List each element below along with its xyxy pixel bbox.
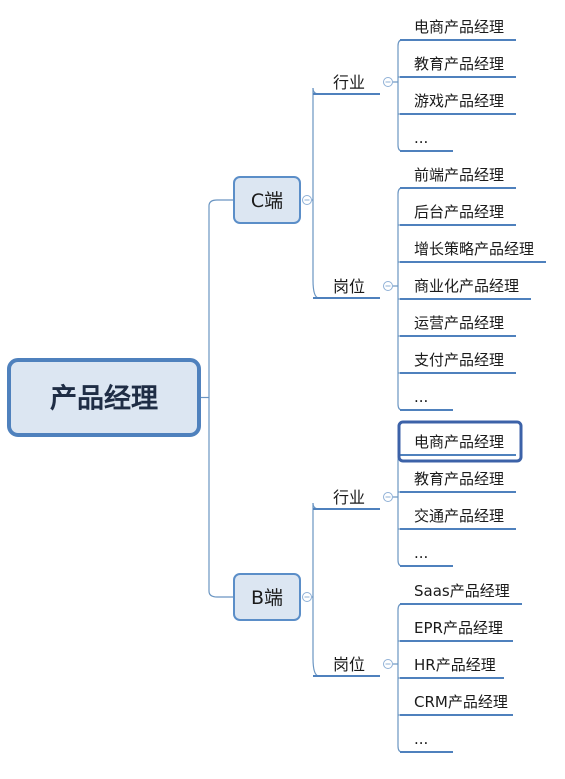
nodes: 产品经理C端行业电商产品经理教育产品经理游戏产品经理...岗位前端产品经理后台产…: [7, 18, 534, 748]
leaf-node-label[interactable]: 游戏产品经理: [414, 92, 504, 110]
root-node-label: 产品经理: [50, 383, 158, 415]
collapse-toggle-icon[interactable]: [302, 195, 312, 205]
leaf-node-label[interactable]: ...: [414, 388, 428, 406]
leaf-node-label[interactable]: 增长策略产品经理: [414, 240, 534, 258]
branch-node-box: [233, 573, 301, 621]
branch-node-label: C端: [251, 190, 283, 212]
leaf-node-label[interactable]: CRM产品经理: [414, 693, 508, 711]
root-node[interactable]: 产品经理: [7, 358, 201, 437]
leaf-node-label[interactable]: 前端产品经理: [414, 166, 504, 184]
leaf-node-label[interactable]: Saas产品经理: [414, 582, 510, 600]
leaf-node-label[interactable]: ...: [414, 544, 428, 562]
collapse-toggle-icon[interactable]: [383, 77, 393, 87]
leaf-node-label[interactable]: 电商产品经理: [414, 18, 504, 36]
leaf-node-label[interactable]: 商业化产品经理: [414, 277, 519, 295]
selected-node-highlight: [397, 420, 523, 463]
collapse-buttons: [302, 77, 393, 669]
branch-connector: [208, 590, 234, 598]
group-connector: [312, 657, 320, 677]
leaf-node-label[interactable]: 后台产品经理: [414, 203, 504, 221]
collapse-toggle-icon[interactable]: [383, 281, 393, 291]
branch-node-b[interactable]: B端: [233, 573, 301, 621]
branch-node-box: [233, 176, 301, 224]
connector-lines: [199, 39, 403, 753]
leaf-node-label[interactable]: 教育产品经理: [414, 55, 504, 73]
leaf-node-label[interactable]: 教育产品经理: [414, 470, 504, 488]
leaf-node-label[interactable]: ...: [414, 730, 428, 748]
leaf-node-label[interactable]: 交通产品经理: [414, 507, 504, 525]
branch-node-c[interactable]: C端: [233, 176, 301, 224]
root-node-box: [7, 358, 201, 437]
leaf-underlines: [313, 39, 546, 753]
group-label[interactable]: 行业: [333, 488, 365, 507]
group-connector: [312, 279, 320, 299]
leaf-node-label[interactable]: EPR产品经理: [414, 619, 503, 637]
collapse-toggle-icon[interactable]: [383, 659, 393, 669]
leaf-node-label[interactable]: HR产品经理: [414, 656, 496, 674]
group-label[interactable]: 岗位: [333, 277, 365, 296]
collapse-toggle-icon[interactable]: [302, 592, 312, 602]
group-label[interactable]: 行业: [333, 73, 365, 92]
leaf-node-label[interactable]: ...: [414, 129, 428, 147]
collapse-toggle-icon[interactable]: [383, 492, 393, 502]
leaf-node-label[interactable]: 运营产品经理: [414, 314, 504, 332]
branch-node-label: B端: [251, 587, 283, 609]
group-label[interactable]: 岗位: [333, 655, 365, 674]
branch-connector: [208, 199, 234, 207]
leaf-node-label[interactable]: 电商产品经理: [414, 433, 504, 451]
leaf-node-label[interactable]: 支付产品经理: [414, 351, 504, 369]
